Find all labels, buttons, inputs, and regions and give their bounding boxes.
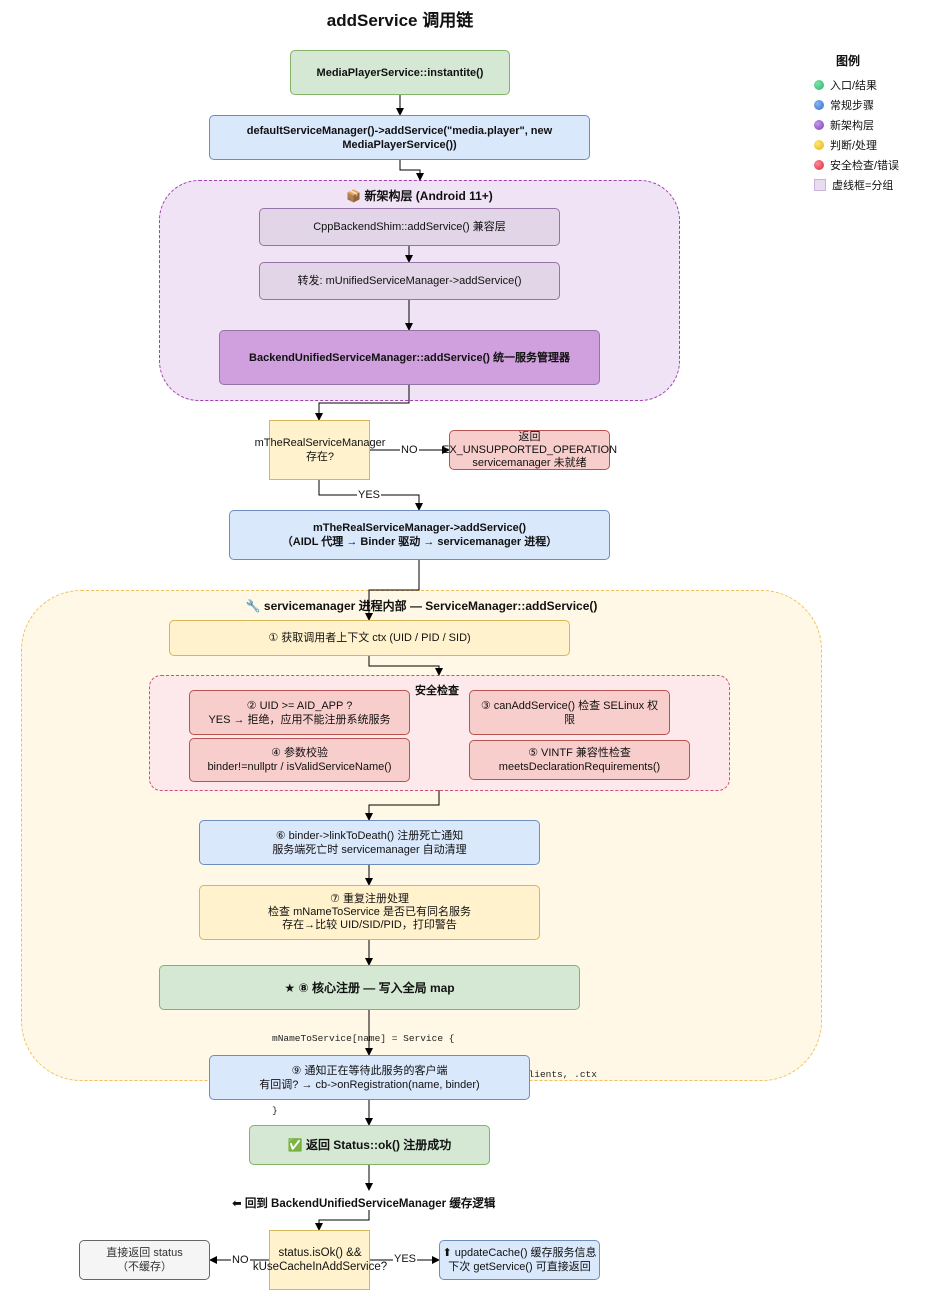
legend-title: 图例	[836, 54, 861, 68]
group-square-icon	[814, 179, 826, 191]
new-arch-title: 📦 新架构层 (Android 11+)	[346, 189, 493, 203]
edge-label-yes-1: YES	[357, 489, 382, 501]
legend-item-entry: 入口/结果	[814, 77, 877, 93]
step-notify-clients: ⑨ 通知正在等待此服务的客户端 有回调? → cb->onRegistratio…	[209, 1055, 530, 1100]
legend-item-decision: 判断/处理	[814, 137, 877, 153]
back-to-cache-label: ⬅ 回到 BackendUnifiedServiceManager 缓存逻辑	[232, 1198, 496, 1210]
blue-dot-icon	[814, 100, 824, 110]
step-get-context: ① 获取调用者上下文 ctx (UID / PID / SID)	[169, 620, 570, 656]
edge-label-no-1: NO	[400, 444, 419, 456]
node-forward: 转发: mUnifiedServiceManager->addService()	[259, 262, 560, 300]
edge-label-yes-2: YES	[393, 1253, 418, 1265]
node-cpp-backend-shim: CppBackendShim::addService() 兼容层	[259, 208, 560, 246]
red-dot-icon	[814, 160, 824, 170]
node-instantiate: MediaPlayerService::instantite()	[290, 50, 510, 95]
security-group-title: 安全检查	[415, 685, 459, 697]
node-real-sm-add-service: mTheRealServiceManager->addService() （AI…	[229, 510, 610, 560]
step-duplicate-check: ⑦ 重复注册处理 检查 mNameToService 是否已有同名服务 存在→比…	[199, 885, 540, 940]
page-title: addService 调用链	[326, 11, 474, 30]
decision-real-sm-exists	[269, 420, 370, 480]
step-param-validate: ④ 参数校验 binder!=nullptr / isValidServiceN…	[189, 738, 410, 782]
step-vintf-check: ⑤ VINTF 兼容性检查 meetsDeclarationRequiremen…	[469, 740, 690, 780]
servicemanager-group-title: 🔧 servicemanager 进程内部 — ServiceManager::…	[245, 599, 598, 613]
green-dot-icon	[814, 80, 824, 90]
node-return-unsupported: 返回 EX_UNSUPPORTED_OPERATION servicemanag…	[441, 430, 618, 470]
node-direct-return: 直接返回 status （不缓存）	[79, 1240, 210, 1280]
decision-real-sm-exists-text: mTheRealServiceManager 存在?	[254, 437, 386, 463]
node-update-cache: ⬆ updateCache() 缓存服务信息 下次 getService() 可…	[439, 1240, 600, 1280]
decision-cache	[269, 1230, 370, 1290]
step-core-register: ★ ⑧ 核心注册 — 写入全局 map	[159, 965, 580, 1010]
step-uid-check: ② UID >= AID_APP ? YES → 拒绝，应用不能注册系统服务	[189, 690, 410, 735]
legend-item-group: 虚线框=分组	[814, 177, 893, 193]
step-selinux-check: ③ canAddService() 检查 SELinux 权限	[469, 690, 670, 735]
legend-item-normal: 常规步骤	[814, 97, 874, 113]
node-return-ok: ✅ 返回 Status::ok() 注册成功	[249, 1125, 490, 1165]
step-link-to-death: ⑥ binder->linkToDeath() 注册死亡通知 服务端死亡时 se…	[199, 820, 540, 865]
legend-item-newarch: 新架构层	[814, 117, 874, 133]
legend-item-security: 安全检查/错误	[814, 157, 899, 173]
yellow-dot-icon	[814, 140, 824, 150]
node-default-service-manager: defaultServiceManager()->addService("med…	[209, 115, 590, 160]
edge-label-no-2: NO	[231, 1254, 250, 1266]
purple-dot-icon	[814, 120, 824, 130]
node-backend-unified-sm: BackendUnifiedServiceManager::addService…	[219, 330, 600, 385]
decision-cache-text: status.isOk() && kUseCacheInAddService?	[252, 1247, 388, 1273]
